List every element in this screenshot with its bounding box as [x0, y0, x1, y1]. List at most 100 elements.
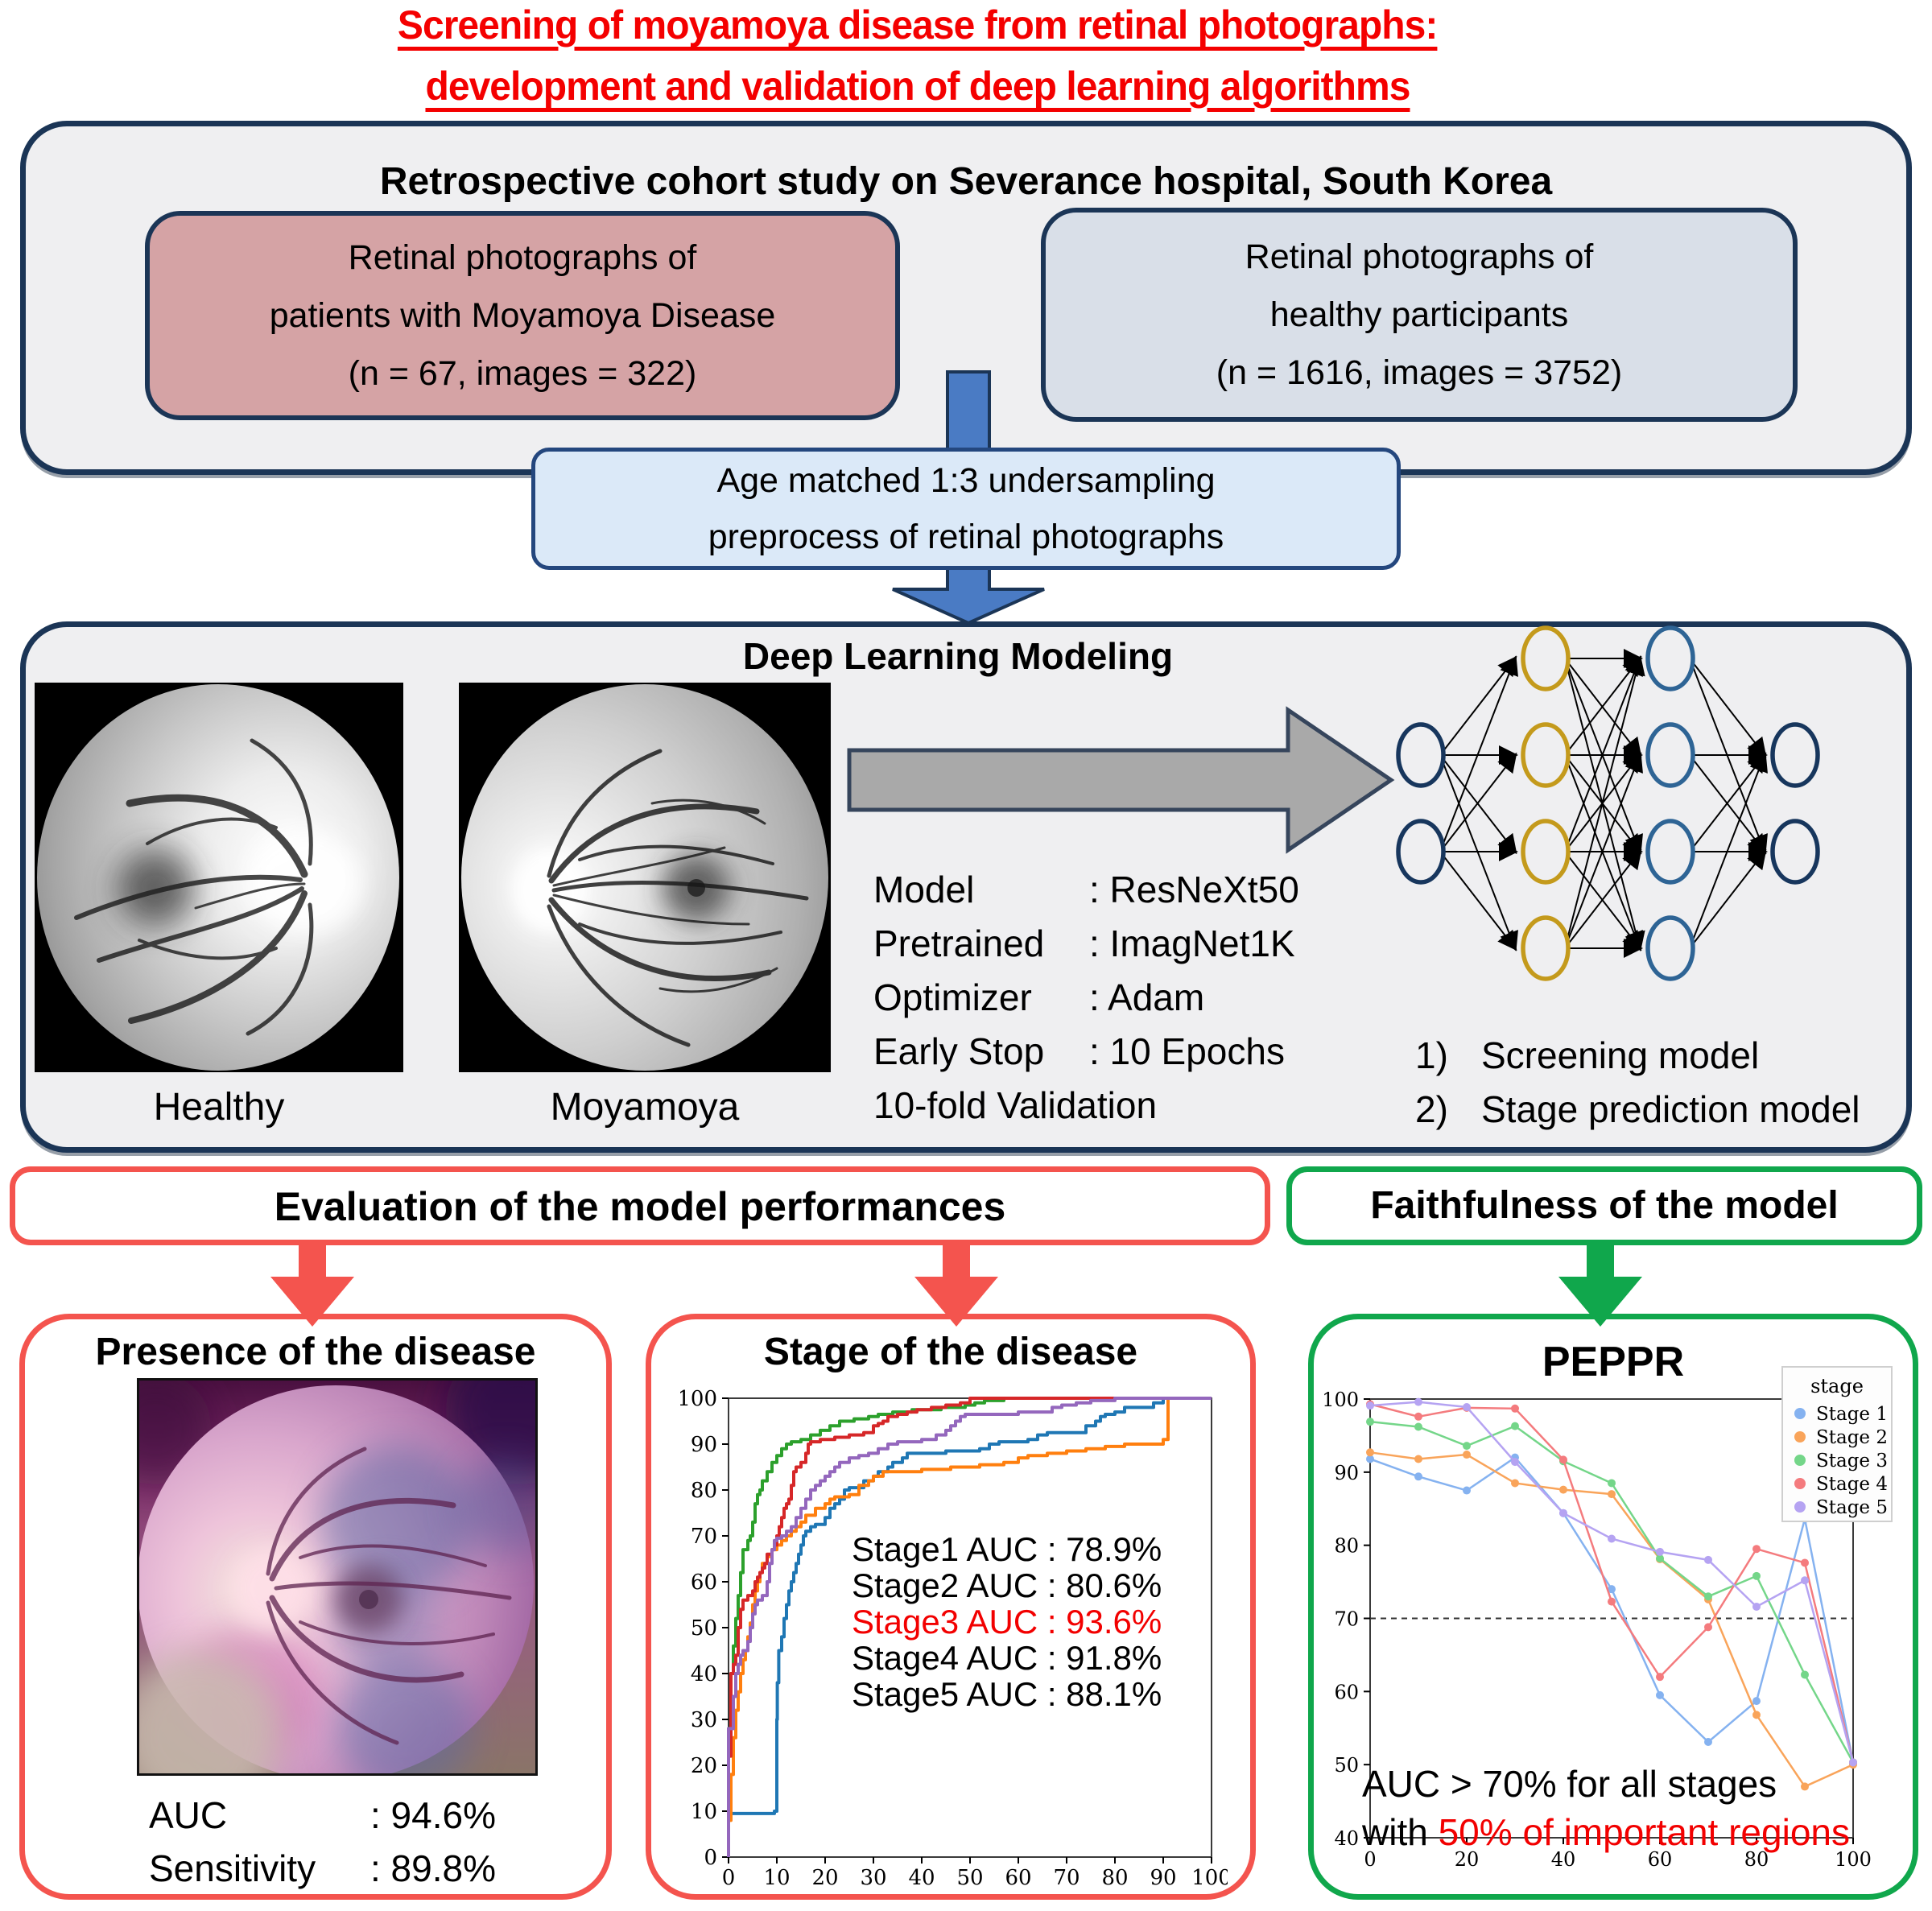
- param-note: 10-fold Validation: [873, 1084, 1158, 1126]
- network-edges: [1439, 649, 1768, 958]
- svg-text:80: 80: [1744, 1848, 1769, 1871]
- svg-text:80: 80: [691, 1479, 717, 1503]
- presence-title: Presence of the disease: [95, 1331, 536, 1373]
- svg-text:20: 20: [1455, 1848, 1480, 1871]
- healthy-fundus-image: [35, 683, 403, 1072]
- svg-text:Stage 1: Stage 1: [1816, 1404, 1888, 1425]
- svg-text:50: 50: [956, 1866, 983, 1890]
- metric-row: AUC : 94.6%: [149, 1789, 496, 1842]
- svg-text:100: 100: [680, 1387, 717, 1411]
- down-arrow-red-icon: [270, 1243, 354, 1327]
- svg-text:10: 10: [691, 1800, 717, 1824]
- param-row: Model : ResNeXt50: [873, 863, 1299, 917]
- svg-text:40: 40: [1551, 1848, 1576, 1871]
- right-arrow-gray-icon: [847, 706, 1395, 854]
- svg-text:40: 40: [691, 1662, 717, 1686]
- svg-text:30: 30: [691, 1708, 717, 1732]
- svg-text:70: 70: [1053, 1866, 1080, 1890]
- svg-text:40: 40: [908, 1866, 935, 1890]
- svg-text:80: 80: [1101, 1866, 1128, 1890]
- svg-text:10: 10: [763, 1866, 790, 1890]
- param-label: Pretrained: [873, 922, 1045, 964]
- model-parameters: Model : ResNeXt50 Pretrained : ImagNet1K…: [873, 863, 1299, 1133]
- peppr-note-highlight: 50% of important regions: [1438, 1811, 1850, 1853]
- neural-network-diagram: [1396, 625, 1820, 981]
- svg-text:80: 80: [1334, 1535, 1359, 1558]
- moyamoya-cohort-line: patients with Moyamoya Disease: [269, 296, 776, 335]
- cohort-heading: Retrospective cohort study on Severance …: [379, 160, 1553, 203]
- svg-text:Stage 4: Stage 4: [1816, 1474, 1888, 1495]
- stage-title: Stage of the disease: [763, 1331, 1138, 1373]
- roc-auc-line: Stage1 AUC : 78.9%: [852, 1530, 1162, 1568]
- svg-text:stage: stage: [1810, 1375, 1864, 1397]
- svg-text:100: 100: [1322, 1389, 1359, 1411]
- model-outputs: 1) Screening model 2) Stage prediction m…: [1415, 1029, 1860, 1137]
- peppr-note-line1: AUC > 70% for all stages: [1362, 1763, 1777, 1805]
- svg-text:40: 40: [1334, 1827, 1359, 1850]
- param-row: Pretrained : ImagNet1K: [873, 917, 1299, 971]
- preprocess-box: Age matched 1:3 undersampling preprocess…: [531, 448, 1401, 570]
- svg-text:20: 20: [691, 1754, 717, 1778]
- roc-auc-line: Stage3 AUC : 93.6%: [852, 1603, 1162, 1641]
- output-row: 2) Stage prediction model: [1415, 1083, 1860, 1137]
- evaluation-header-box: [10, 1166, 1270, 1245]
- metric-row: Sensitivity : 89.8%: [149, 1842, 496, 1895]
- svg-text:70: 70: [1334, 1608, 1359, 1631]
- svg-text:30: 30: [860, 1866, 886, 1890]
- roc-auc-line: Stage2 AUC : 80.6%: [852, 1566, 1162, 1604]
- moyamoya-cohort-line: (n = 67, images = 322): [348, 354, 697, 393]
- svg-text:90: 90: [1334, 1462, 1359, 1484]
- figure-title: Screening of moyamoya disease from retin…: [0, 0, 1835, 111]
- svg-text:0: 0: [1364, 1848, 1376, 1871]
- network-nodes: [1396, 625, 1820, 981]
- svg-text:100: 100: [1191, 1866, 1228, 1890]
- svg-text:20: 20: [811, 1866, 838, 1890]
- moyamoya-cohort-box: Retinal photographs of patients with Moy…: [145, 211, 900, 420]
- param-label: Early Stop: [873, 1030, 1045, 1072]
- output-label: Stage prediction model: [1481, 1088, 1860, 1130]
- healthy-cohort-line: (n = 1616, images = 3752): [1216, 353, 1623, 392]
- preprocess-line: preprocess of retinal photographs: [708, 518, 1224, 556]
- moyamoya-image-label: Moyamoya: [550, 1086, 740, 1129]
- param-value: : ResNeXt50: [1089, 869, 1299, 910]
- output-number: 1): [1415, 1034, 1448, 1076]
- svg-text:60: 60: [691, 1570, 717, 1595]
- svg-text:50: 50: [1334, 1754, 1359, 1777]
- param-value: : Adam: [1089, 976, 1205, 1018]
- presence-metrics: AUC : 94.6% Sensitivity : 89.8%: [149, 1789, 496, 1895]
- roc-auc-line: Stage4 AUC : 91.8%: [852, 1639, 1162, 1677]
- peppr-note-line2: with 50% of important regions: [1362, 1808, 1850, 1856]
- svg-text:Stage 5: Stage 5: [1816, 1497, 1888, 1518]
- figure-title-line1: Screening of moyamoya disease from retin…: [398, 2, 1438, 47]
- moyamoya-cohort-line: Retinal photographs of: [348, 238, 697, 277]
- output-row: 1) Screening model: [1415, 1029, 1860, 1083]
- down-arrow-blue-icon: [892, 565, 1045, 625]
- param-label: Optimizer: [873, 976, 1032, 1018]
- faithfulness-heading: Faithfulness of the model: [1370, 1184, 1839, 1227]
- metric-label: Sensitivity: [149, 1847, 316, 1889]
- healthy-cohort-box: Retinal photographs of healthy participa…: [1041, 208, 1798, 422]
- healthy-cohort-line: Retinal photographs of: [1245, 237, 1594, 276]
- param-value: : 10 Epochs: [1089, 1030, 1285, 1072]
- preprocess-line: Age matched 1:3 undersampling: [716, 461, 1216, 500]
- svg-text:60: 60: [1334, 1681, 1359, 1703]
- healthy-cohort-line: healthy participants: [1269, 295, 1569, 334]
- presence-heatmap-image: [137, 1378, 538, 1776]
- roc-auc-line: Stage5 AUC : 88.1%: [852, 1675, 1162, 1713]
- metric-value: : 94.6%: [370, 1794, 496, 1836]
- roc-auc-annotations: Stage1 AUC : 78.9% Stage2 AUC : 80.6% St…: [852, 1531, 1162, 1712]
- svg-text:0: 0: [704, 1846, 717, 1870]
- down-arrow-blue-shaft-icon: [946, 370, 991, 454]
- svg-text:100: 100: [1835, 1848, 1872, 1871]
- peppr-annotations: AUC > 70% for all stages with 50% of imp…: [1362, 1760, 1850, 1856]
- param-value: : ImagNet1K: [1089, 922, 1295, 964]
- healthy-image-label: Healthy: [153, 1086, 285, 1129]
- peppr-note-prefix: with: [1362, 1811, 1439, 1853]
- output-number: 2): [1415, 1088, 1448, 1130]
- svg-text:Stage 2: Stage 2: [1816, 1427, 1888, 1448]
- param-row: Optimizer : Adam: [873, 971, 1299, 1025]
